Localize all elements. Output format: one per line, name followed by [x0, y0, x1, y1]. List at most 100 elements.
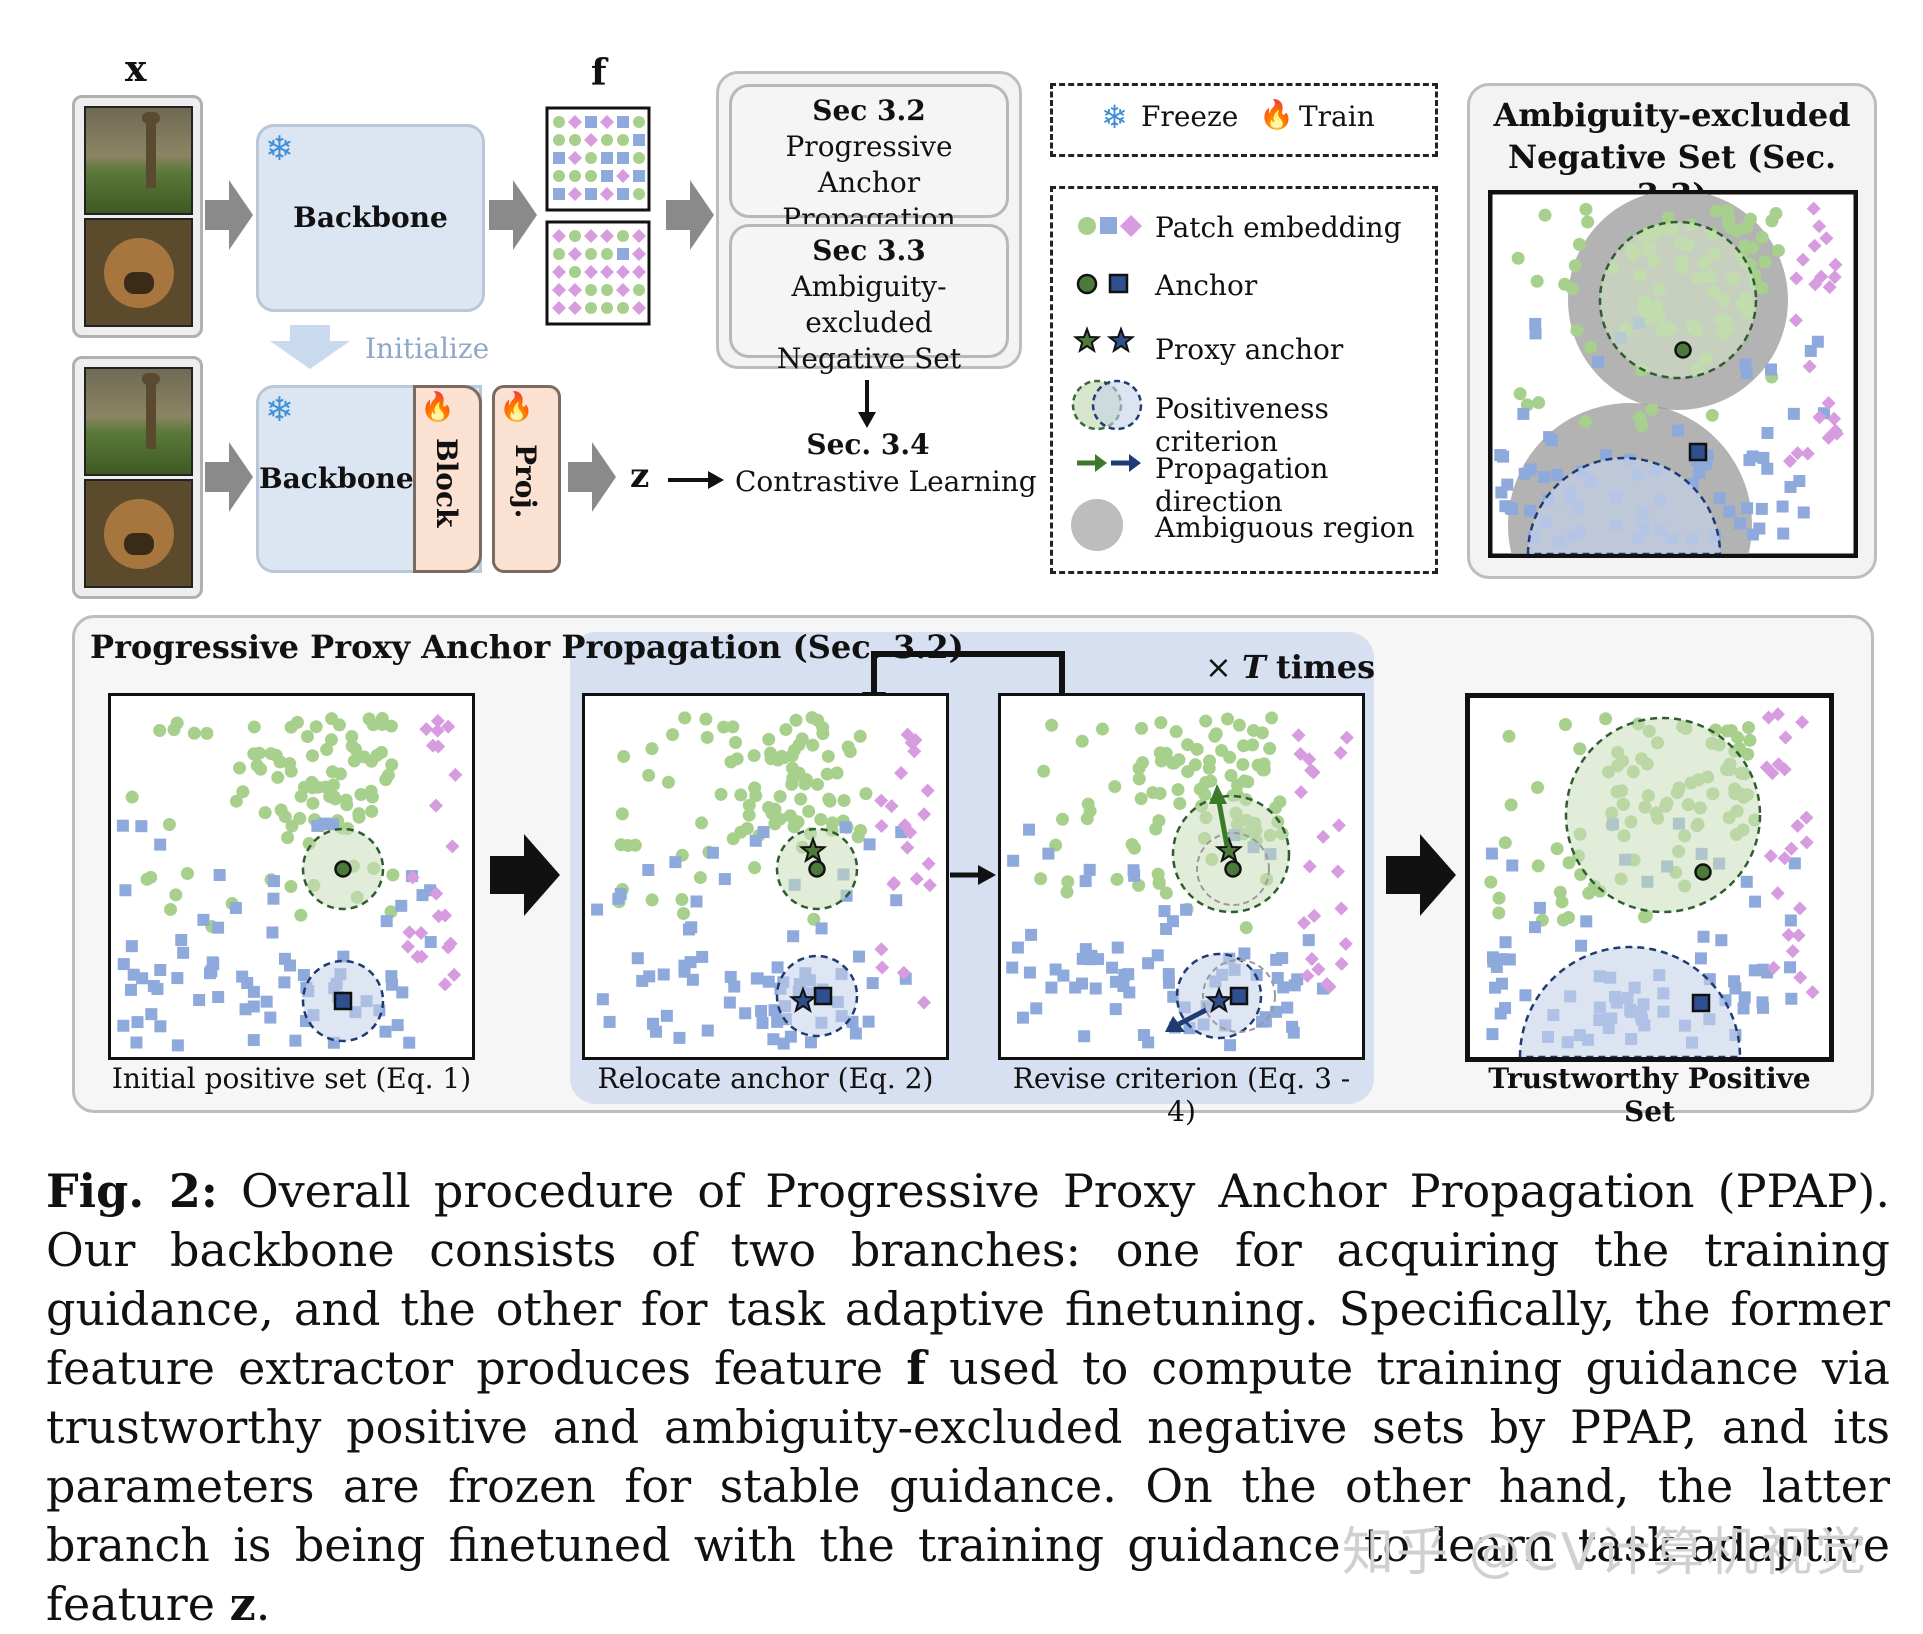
watermark: 知乎 @CV计算机视觉 [1342, 1523, 1869, 1583]
patch-square [642, 863, 655, 876]
patch-diamond [1782, 454, 1797, 469]
patch-diamond [425, 738, 440, 753]
feature-dot [601, 248, 613, 260]
patch-square [631, 952, 644, 965]
patch-square [787, 930, 800, 943]
patch-dot [1758, 255, 1772, 269]
patch-square [1128, 869, 1141, 882]
patch-diamond [874, 793, 889, 808]
patch-dot [814, 812, 828, 826]
patch-diamond [1807, 238, 1822, 253]
patch-square [1271, 971, 1284, 984]
patch-dot [1531, 780, 1545, 794]
train-label: Train [1299, 100, 1375, 133]
patch-diamond [447, 967, 462, 982]
patch-dot [1247, 723, 1261, 737]
big-arrow-right-icon [1386, 834, 1456, 916]
patch-diamond [1338, 936, 1353, 951]
patch-square [696, 950, 709, 963]
anchor-square-icon [1108, 273, 1129, 294]
patch-square [1728, 975, 1741, 988]
patch-square [1122, 968, 1135, 981]
patch-square [266, 926, 279, 939]
patch-square [175, 934, 188, 947]
patch-dot [1639, 909, 1653, 923]
patch-dot [675, 893, 689, 907]
feature-diamond [632, 247, 646, 261]
patch-square [1748, 964, 1761, 977]
scatter-points [116, 711, 463, 1052]
patch-diamond [441, 940, 456, 955]
patch-square [1109, 1003, 1122, 1016]
legend-item-ambiguous: Ambiguous region [1155, 511, 1415, 544]
patch-diamond [920, 783, 935, 798]
scatter-points [591, 711, 937, 1050]
patch-dot [370, 748, 384, 762]
patch-diamond [1800, 446, 1815, 461]
patch-square [1224, 1039, 1237, 1052]
patch-dot [1755, 281, 1769, 295]
block-trainable: 🔥 Block [413, 385, 482, 573]
arrow-down-icon [858, 380, 876, 428]
sec-3-4-title: Sec. 3.4 [806, 428, 930, 461]
anchor-square [1229, 986, 1249, 1006]
patch-square [1694, 952, 1707, 965]
feature-diamond [552, 301, 566, 315]
patch-dot [1110, 872, 1124, 886]
patch-dot [345, 739, 359, 753]
legend-freeze-train: ❄ Freeze 🔥 Train [1050, 83, 1438, 157]
patch-dot [1237, 739, 1251, 753]
anchor-dot [1694, 863, 1712, 881]
patch-square [647, 1017, 660, 1030]
patch-square [1764, 363, 1777, 376]
patch-square [1490, 960, 1503, 973]
patch-square [1151, 949, 1164, 962]
patch-dot [1484, 875, 1498, 889]
patch-diamond [903, 825, 918, 840]
patch-diamond [1334, 901, 1349, 916]
patch-square [396, 986, 409, 999]
patch-dot [768, 817, 782, 831]
patch-square [804, 1036, 817, 1049]
patch-diamond [922, 878, 937, 893]
anchor-dot [334, 860, 352, 878]
criterion-blue [1526, 456, 1722, 554]
patch-dot [1188, 758, 1202, 772]
patch-dot [1555, 895, 1569, 909]
patch-dot [1570, 324, 1584, 338]
patch-square [131, 1016, 144, 1029]
patch-dot [284, 880, 298, 894]
feature-dot [633, 152, 645, 164]
feature-diamond [632, 265, 646, 279]
patch-square [1749, 895, 1762, 908]
big-arrow-right-icon [490, 834, 560, 916]
patch-dot [352, 810, 366, 824]
patch-dot [1645, 402, 1659, 416]
patch-square [1811, 335, 1824, 348]
feature-dot [585, 284, 597, 296]
patch-square [1011, 941, 1024, 954]
anchor-square [813, 986, 833, 1006]
feature-dot [569, 230, 581, 242]
patch-diamond [1792, 901, 1807, 916]
patch-square [267, 875, 280, 888]
patch-diamond [1763, 848, 1778, 863]
patch-square [193, 994, 206, 1007]
patch-diamond [430, 723, 445, 738]
patch-square [1504, 502, 1517, 515]
patch-diamond [1331, 818, 1346, 833]
patch-square [1734, 517, 1747, 530]
patch-dot [332, 718, 346, 732]
patch-square [278, 976, 291, 989]
feature-diamond [616, 283, 630, 297]
bear-image [84, 479, 193, 588]
patch-dot [1492, 906, 1506, 920]
patch-square [1738, 991, 1751, 1004]
negative-set-title-1: Ambiguity-excluded [1493, 96, 1851, 134]
patch-diamond [1822, 280, 1837, 295]
patch-square [1757, 451, 1770, 464]
feature-dot [553, 248, 565, 260]
patch-square [117, 958, 130, 971]
patch-square [1524, 463, 1537, 476]
patch-diamond [1808, 277, 1823, 292]
